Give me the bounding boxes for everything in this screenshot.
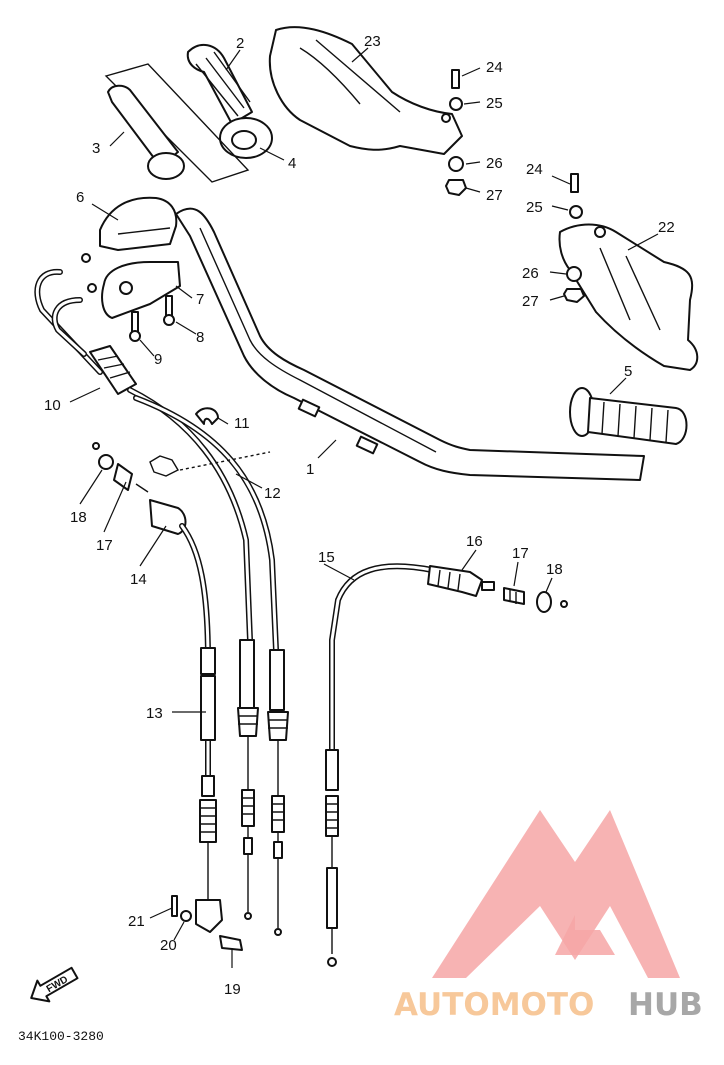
bolt-24-b	[570, 173, 579, 193]
grip-right	[569, 387, 688, 445]
watermark-triangle	[432, 810, 680, 978]
washer-18-left	[98, 454, 114, 470]
throttle-cables	[34, 268, 289, 936]
callout-8: 8	[196, 329, 204, 346]
adjuster-17-right	[503, 587, 525, 605]
callout-26-left: 26	[486, 155, 503, 172]
drawing-code: 34K100-3280	[18, 1029, 104, 1044]
watermark-word-light: AUTOMOTO	[394, 987, 594, 1023]
pin-21	[171, 895, 178, 917]
hardware-right	[563, 173, 585, 303]
callout-17-right: 17	[512, 545, 529, 562]
callout-18-left: 18	[70, 509, 87, 526]
callout-10: 10	[44, 397, 61, 414]
throttle-tube	[104, 63, 250, 183]
fwd-arrow: FWD	[30, 966, 79, 1003]
nut-27-b	[563, 288, 585, 303]
callout-2: 2	[236, 35, 244, 52]
cable-guide	[149, 407, 271, 477]
cable-end-bracket	[195, 899, 223, 933]
callout-25-left: 25	[486, 95, 503, 112]
callout-3: 3	[92, 140, 100, 157]
callout-24-right: 24	[526, 161, 543, 178]
washer-18-right	[536, 591, 552, 613]
bolt-24-a	[451, 69, 460, 89]
callout-25-right: 25	[526, 199, 543, 216]
callout-21: 21	[128, 913, 145, 930]
callout-9: 9	[154, 351, 162, 368]
watermark-g-mark	[555, 915, 615, 955]
washer-25-a	[449, 97, 463, 111]
callout-15: 15	[318, 549, 335, 566]
callout-27-right: 27	[522, 293, 539, 310]
holder-14	[149, 499, 187, 535]
handlebar	[175, 207, 645, 481]
callout-labels: 1 2 3 4 5 6 7 8 9 10 11 12 13 14 15 16 1…	[44, 33, 675, 998]
callout-20: 20	[160, 937, 177, 954]
callout-26-right: 26	[522, 265, 539, 282]
callout-1: 1	[306, 461, 314, 478]
throttle-housing	[81, 196, 181, 342]
callout-27-left: 27	[486, 187, 503, 204]
spacer-26-a	[448, 156, 464, 172]
callout-19: 19	[224, 981, 241, 998]
clutch-cable	[325, 563, 568, 967]
small-screw-a	[81, 253, 91, 263]
callout-6: 6	[76, 189, 84, 206]
callout-24-left: 24	[486, 59, 503, 76]
housing-upper	[99, 196, 178, 251]
fwd-arrow-label: FWD	[45, 974, 70, 995]
callout-4: 4	[288, 155, 296, 172]
fwd-arrow-icon	[30, 966, 79, 1003]
watermark-logo: AUTOMOTO HUB	[394, 810, 703, 1023]
throttle-grip	[186, 43, 273, 159]
handlebar-mark-2	[355, 435, 379, 455]
handguard-left	[268, 26, 463, 155]
callout-18-right: 18	[546, 561, 563, 578]
nut-27-a	[445, 179, 467, 196]
adjuster-17-left	[113, 463, 133, 491]
spacer-26-b	[566, 266, 582, 282]
clip-20	[180, 910, 192, 922]
leader-lines	[69, 47, 659, 968]
callout-11: 11	[234, 415, 250, 432]
callout-14: 14	[130, 571, 147, 588]
callout-23: 23	[364, 33, 381, 50]
washer-25-b	[569, 205, 583, 219]
small-screw-b	[87, 283, 97, 293]
callout-13: 13	[146, 705, 163, 722]
watermark-word-dark: HUB	[628, 987, 703, 1023]
callout-17-left: 17	[96, 537, 113, 554]
callout-12: 12	[264, 485, 281, 502]
callout-7: 7	[196, 291, 204, 308]
bolt-19	[219, 935, 243, 951]
callout-22: 22	[658, 219, 675, 236]
callout-16: 16	[466, 533, 483, 550]
callout-5: 5	[624, 363, 632, 380]
hardware-left	[445, 69, 467, 196]
housing-lower	[101, 261, 181, 319]
handlebar-mark-1	[297, 398, 321, 418]
adjuster-16	[427, 565, 483, 597]
choke-cable	[92, 442, 243, 951]
